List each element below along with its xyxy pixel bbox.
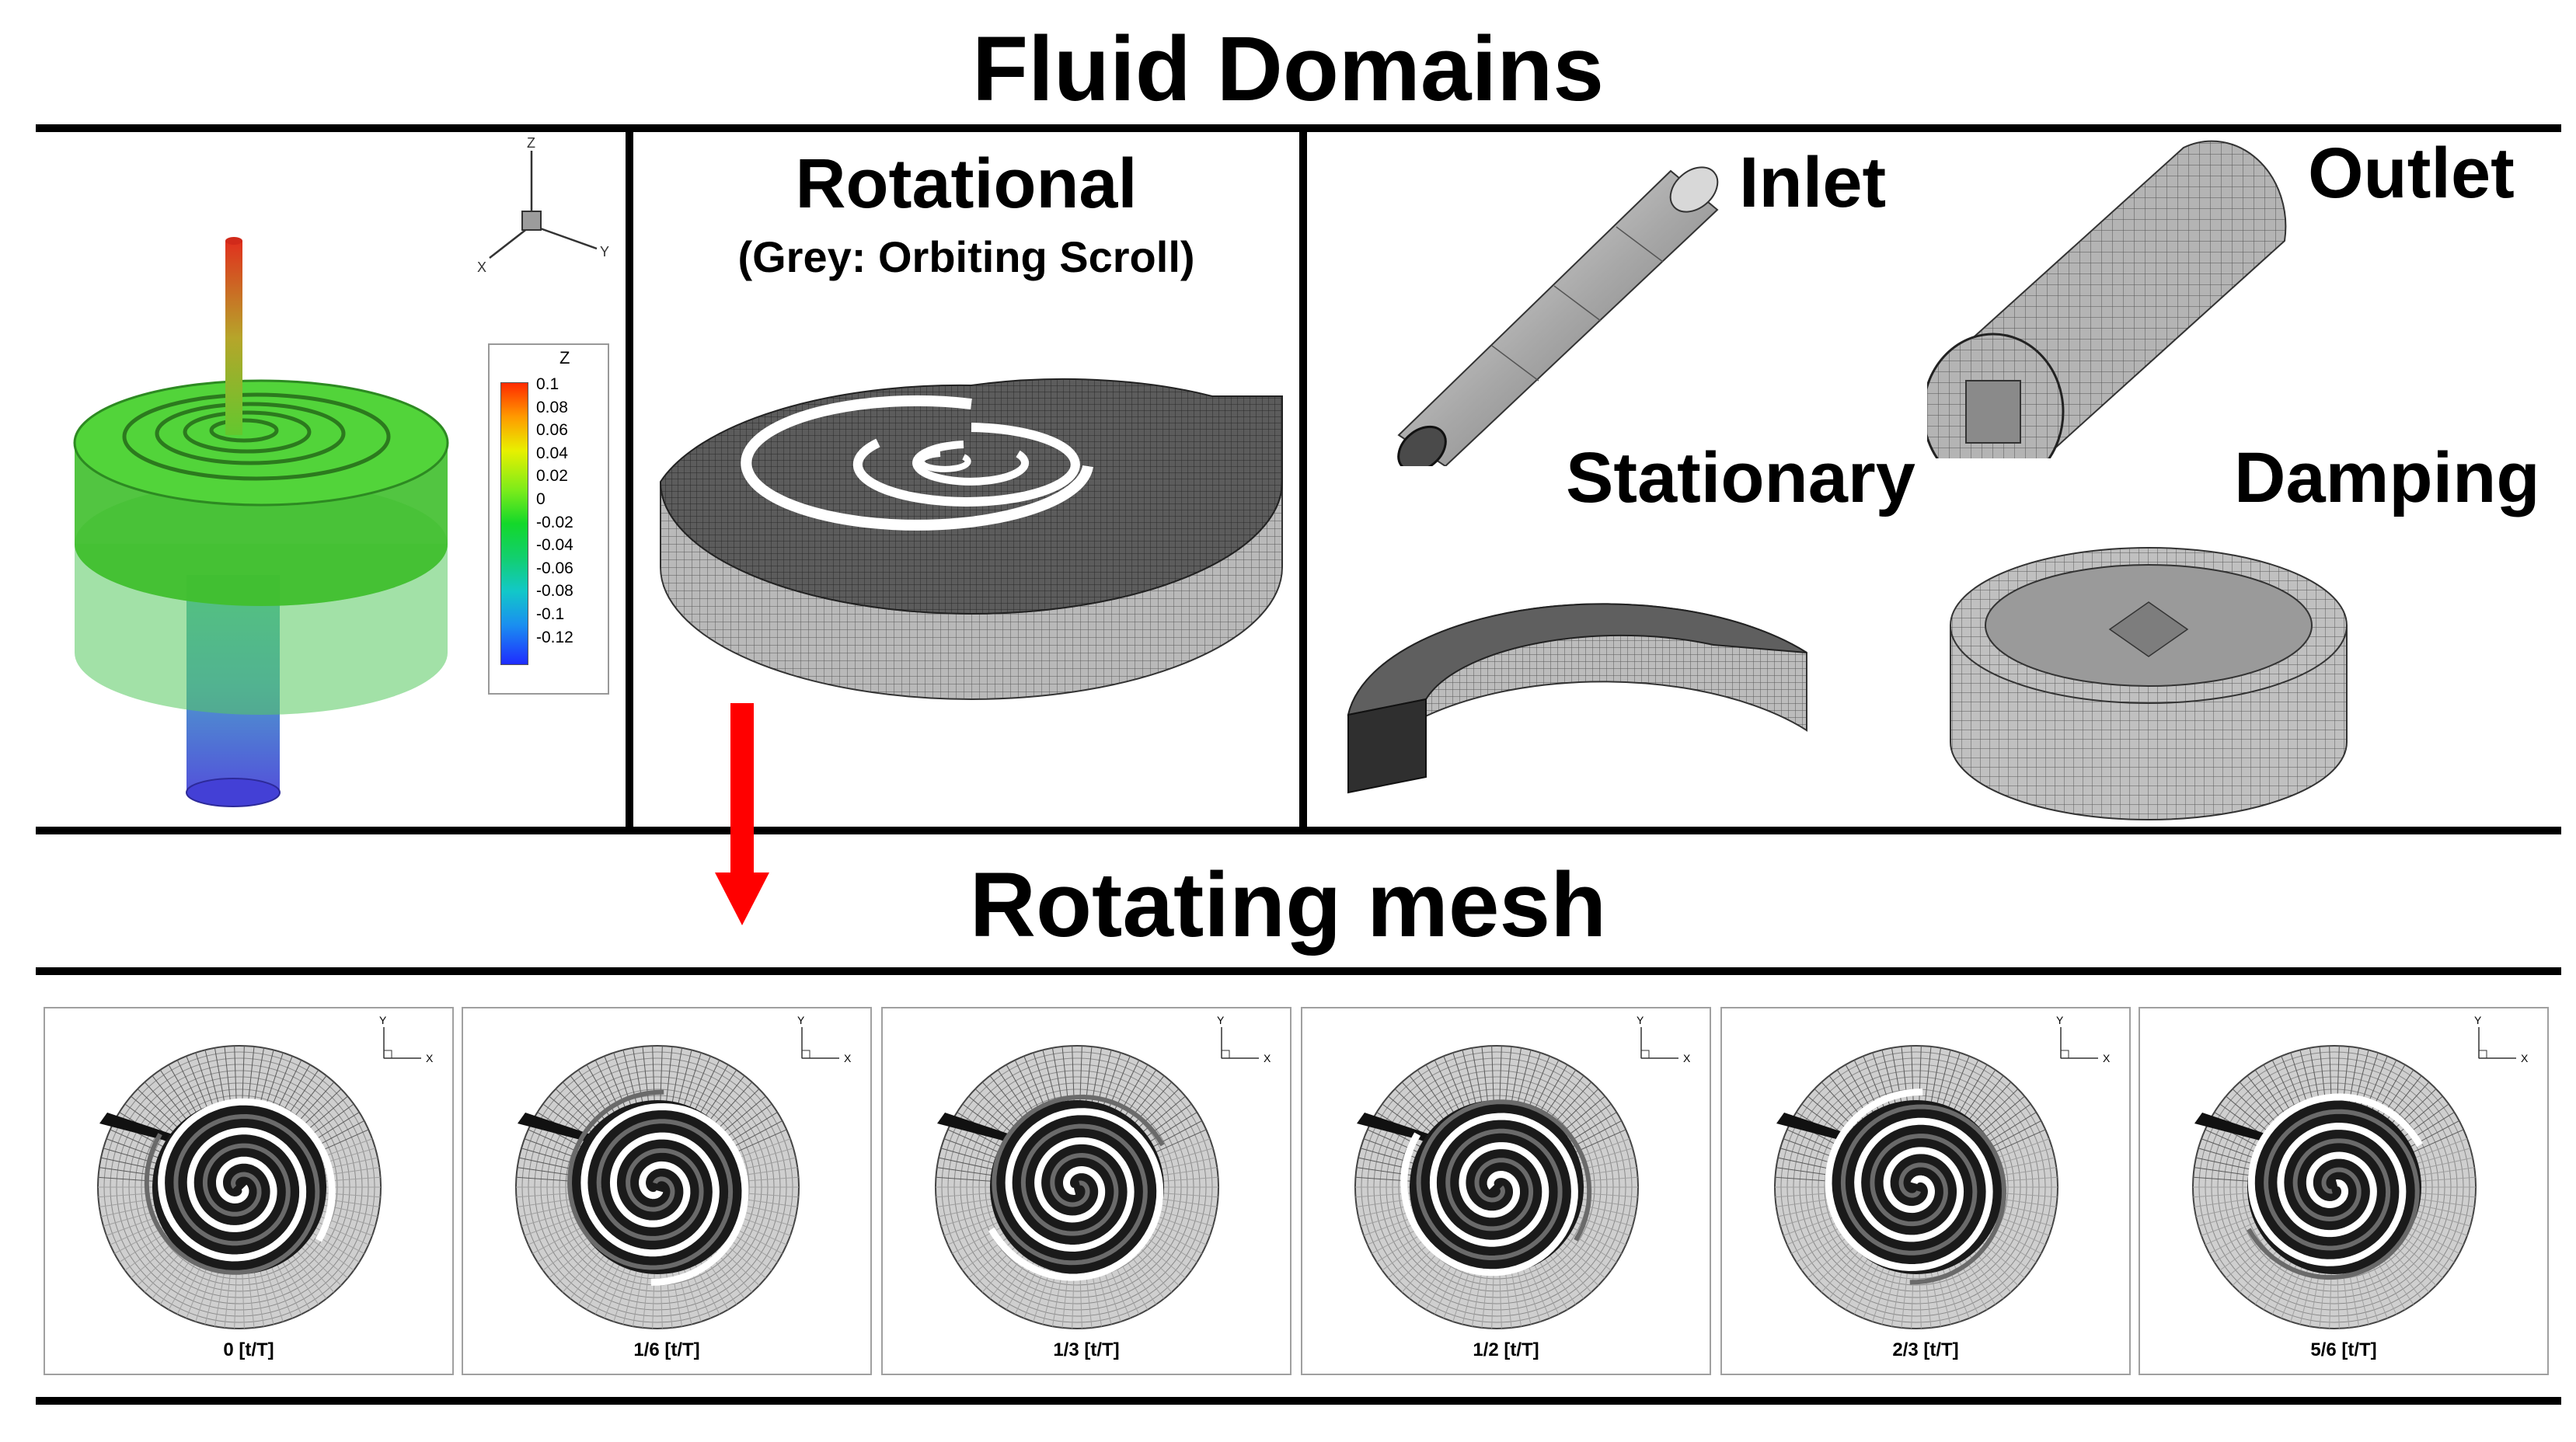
rotational-domain-mesh [659, 378, 1283, 700]
damping-mesh [1950, 547, 2348, 820]
axis-y-label: Y [1217, 1014, 1225, 1026]
axis-x-label: X [844, 1052, 852, 1064]
z-color-legend: Z 0.1 0.08 0.06 0.04 0.02 0 -0.02 -0.04 … [488, 343, 609, 695]
legend-tick: 0.1 [536, 375, 559, 393]
frame-caption: 2/3 [t/T] [1892, 1339, 1959, 1360]
frame-caption: 1/6 [t/T] [633, 1339, 700, 1360]
inlet-mesh [1397, 166, 1719, 466]
mesh-frame-drawing: YX [935, 1014, 1271, 1329]
axis-y-label: Y [2474, 1014, 2482, 1026]
divider-panel-2 [1299, 128, 1307, 827]
inlet-label: Inlet [1739, 143, 1887, 222]
axis-z-label: Z [527, 135, 535, 151]
divider-bottom [36, 1397, 2561, 1405]
axis-x-label: X [1683, 1052, 1691, 1064]
frame-caption: 1/2 [t/T] [1473, 1339, 1539, 1360]
divider-middle [36, 827, 2561, 834]
stationary-label: Stationary [1566, 438, 1915, 517]
divider-rotating-mesh [36, 967, 2561, 975]
legend-tick: -0.06 [536, 559, 573, 577]
mesh-frame-drawing: YX [97, 1014, 434, 1329]
overview-model-illustration [73, 237, 449, 807]
legend-colorbar [500, 382, 528, 665]
damping-label: Damping [2234, 438, 2540, 517]
axis-y-label: Y [600, 244, 609, 259]
legend-tick: 0.04 [536, 444, 568, 462]
rotational-title: Rotational [795, 145, 1138, 223]
mesh-frame-drawing: YX [2192, 1014, 2529, 1329]
legend-tick: 0.02 [536, 467, 568, 486]
legend-tick: -0.02 [536, 513, 573, 531]
outlet-label: Outlet [2308, 134, 2515, 213]
mesh-frame-drawing: YX [1354, 1014, 1691, 1329]
rotating-mesh-title: Rotating mesh [969, 854, 1607, 956]
legend-tick: -0.08 [536, 582, 573, 601]
axis-x-label: X [426, 1052, 434, 1064]
legend-title: Z [559, 348, 570, 367]
axis-x-label: X [2103, 1052, 2111, 1064]
legend-tick: 0.08 [536, 398, 568, 416]
frame-caption: 1/3 [t/T] [1053, 1339, 1120, 1360]
divider-top [36, 124, 2561, 132]
mesh-frame-drawing: YX [1774, 1014, 2111, 1329]
legend-tick: 0.06 [536, 421, 568, 440]
frame-caption: 5/6 [t/T] [2310, 1339, 2377, 1360]
legend-tick: -0.12 [536, 628, 573, 646]
outlet-mesh [1927, 140, 2287, 458]
axis-y-label: Y [1637, 1014, 1644, 1026]
axis-x-label: X [2521, 1052, 2529, 1064]
page-title: Fluid Domains [972, 18, 1604, 120]
red-down-arrow [715, 703, 769, 925]
axis-x-label: X [1264, 1052, 1271, 1064]
stationary-mesh [1347, 603, 1807, 794]
legend-tick: 0 [536, 489, 546, 508]
mesh-frame-drawing: YX [515, 1014, 852, 1329]
axis-y-label: Y [379, 1014, 387, 1026]
divider-panel-1 [626, 128, 633, 827]
xyz-axes-triad: Z Y X [477, 135, 609, 275]
frame-caption: 0 [t/T] [223, 1339, 274, 1360]
axis-y-label: Y [797, 1014, 805, 1026]
axis-y-label: Y [2056, 1014, 2064, 1026]
legend-ticks: 0.1 0.08 0.06 0.04 0.02 0 -0.02 -0.04 -0… [536, 373, 573, 649]
axis-x-label: X [477, 259, 486, 275]
legend-tick: -0.04 [536, 536, 573, 555]
rotational-subtitle: (Grey: Orbiting Scroll) [737, 232, 1195, 281]
legend-tick: -0.1 [536, 604, 565, 623]
